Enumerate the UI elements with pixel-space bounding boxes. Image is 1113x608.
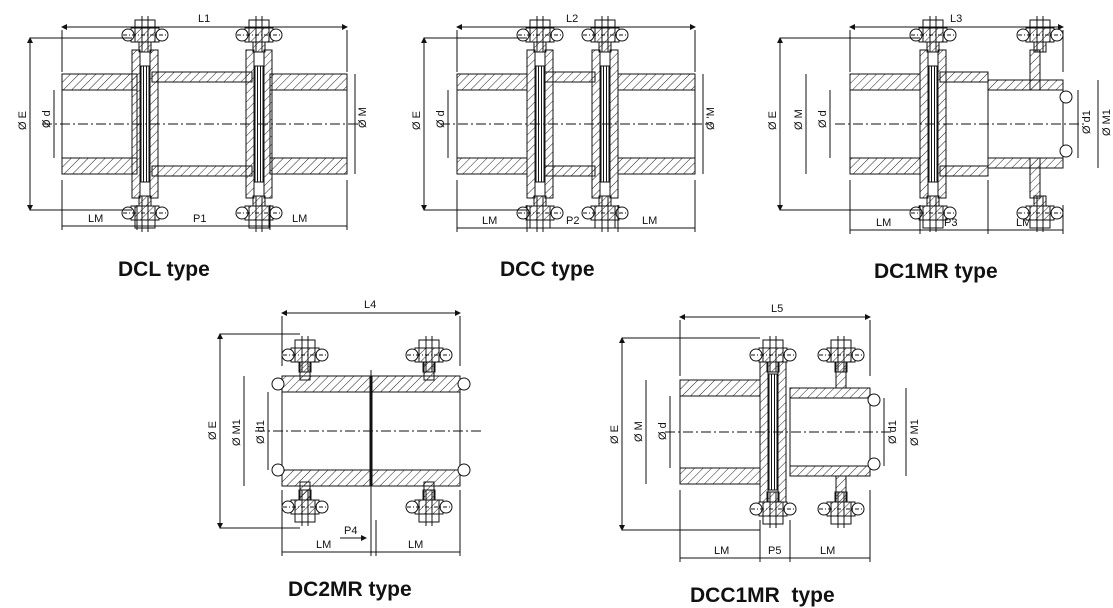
caption-dcc: DCC type (500, 258, 595, 281)
dim-l5: L5 (771, 303, 783, 315)
dim-l3: L3 (950, 13, 962, 25)
dim-p5: P5 (768, 545, 781, 557)
dim-d1-5: Ø d1 (887, 420, 899, 444)
dim-e-4: Ø E (207, 421, 219, 440)
dim-m1-5: Ø M1 (909, 419, 921, 446)
dim-l1: L1 (198, 13, 210, 25)
dim-d-3: Ø d (817, 110, 829, 128)
dim-lm-right-1: LM (292, 213, 307, 225)
dim-lm-left-1: LM (88, 213, 103, 225)
dim-d-2: Ø d (435, 110, 447, 128)
dim-m-5: Ø M (633, 421, 645, 442)
dim-e-2: Ø E (411, 111, 423, 130)
dim-lm-right-2: LM (642, 215, 657, 227)
caption-dc1mr: DC1MR type (874, 260, 998, 283)
dim-m1-3: Ø M1 (1101, 109, 1113, 136)
dim-e-1: Ø E (17, 111, 29, 130)
dim-p2: P2 (566, 215, 579, 227)
dim-d-5: Ø d (657, 422, 669, 440)
dim-m-1: Ø M (357, 107, 369, 128)
dim-d-1: Ø d (41, 110, 53, 128)
figure-dcc1mr: L5 LM P5 LM Ø E Ø M Ø d Ø d1 Ø M1 DCC1MR… (609, 303, 921, 607)
dim-m-2: Ø 'M (705, 107, 717, 130)
dim-m1-4: Ø M1 (231, 419, 243, 446)
caption-dcc1mr: DCC1MR type (690, 584, 835, 607)
dim-e-3: Ø E (767, 111, 779, 130)
dim-m-3: Ø M (793, 109, 805, 130)
caption-dcl: DCL type (118, 258, 210, 281)
dim-e-5: Ø E (609, 425, 621, 444)
caption-dc2mr: DC2MR type (288, 578, 412, 601)
dim-p1: P1 (193, 213, 206, 225)
dim-l2: L2 (566, 13, 578, 25)
dim-p3: P3 (944, 217, 957, 229)
dim-lm-right-4: LM (408, 539, 423, 551)
dim-lm-left-3: LM (876, 217, 891, 229)
figure-dcl: L1 LM P1 LM Ø E Ø d Ø M DCL type (17, 13, 369, 281)
dim-p4: P4 (344, 525, 357, 537)
dim-lm-left-5: LM (714, 545, 729, 557)
dim-lm-left-2: LM (482, 215, 497, 227)
dim-lm-right-5: LM (820, 545, 835, 557)
dim-d1-3: Ø d1 (1081, 110, 1093, 134)
figure-dcc: L2 LM P2 LM Ø E Ø d Ø 'M DCC type (411, 13, 717, 281)
dim-lm-right-3: LM (1016, 217, 1031, 229)
dim-d1-4: Ø d1 (255, 420, 267, 444)
dim-l4: L4 (364, 299, 376, 311)
dim-lm-left-4: LM (316, 539, 331, 551)
figure-dc2mr: L4 P4 LM LM Ø E Ø M1 Ø d1 DC2MR type (207, 299, 482, 601)
figure-dc1mr: L3 LM P3 LM Ø E Ø M Ø d Ø d1 Ø M1 DC1MR … (767, 13, 1113, 283)
